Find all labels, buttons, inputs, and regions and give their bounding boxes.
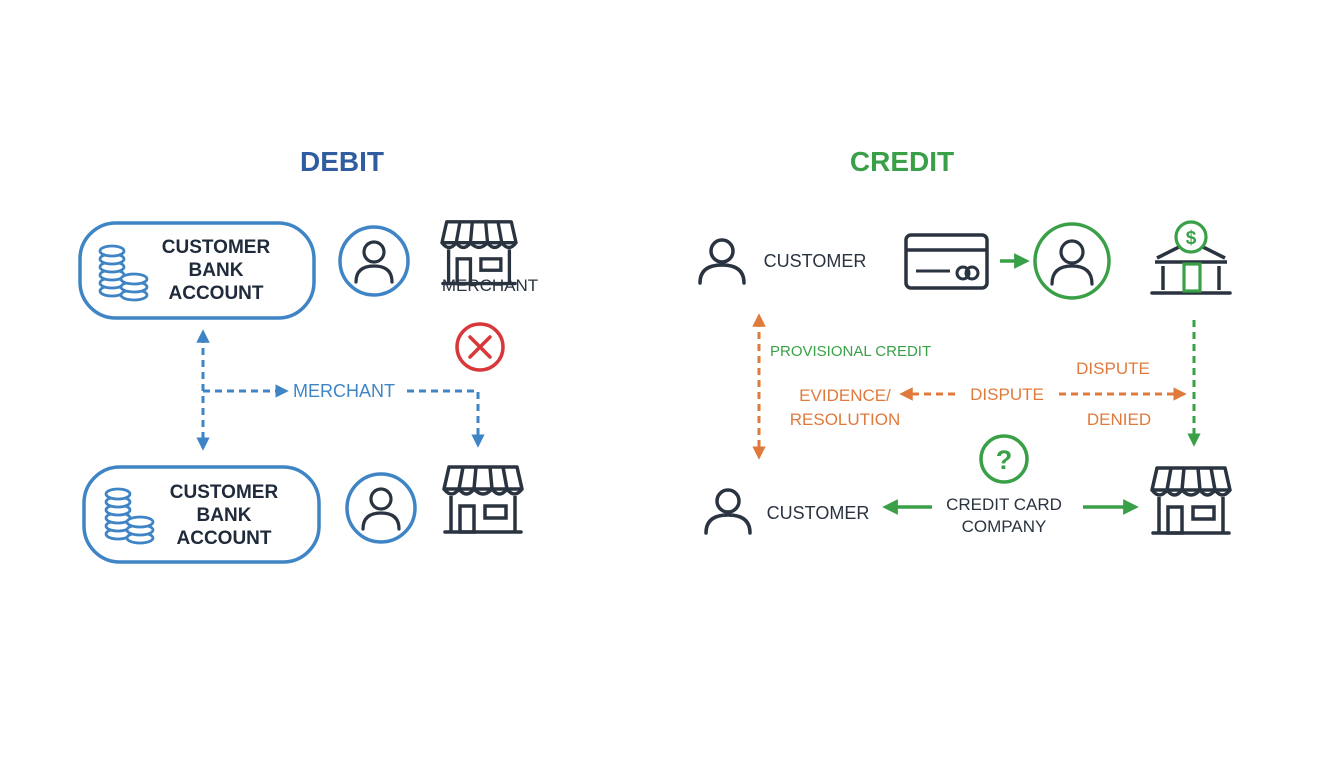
dispute-center-label: DISPUTE xyxy=(970,385,1044,404)
coins-icon xyxy=(98,244,149,302)
user-icon xyxy=(698,238,746,285)
bank-dollar-icon: $ xyxy=(1150,220,1232,295)
user-icon xyxy=(345,472,417,544)
user-icon xyxy=(338,225,410,297)
credit-customer-bottom-label: CUSTOMER xyxy=(766,503,870,523)
user-icon xyxy=(1033,222,1111,300)
debit-account-box-top xyxy=(78,221,316,320)
evidence-resolution-label: EVIDENCE/ RESOLUTION xyxy=(789,386,901,429)
storefront-icon xyxy=(442,465,524,534)
x-circle-icon xyxy=(455,322,505,372)
provisional-credit-label: PROVISIONAL CREDIT xyxy=(770,343,932,360)
debit-flow-label: MERCHANT xyxy=(293,381,395,401)
dispute-right-label: DISPUTE xyxy=(1076,359,1150,378)
debit-merchant-top-label: MERCHANT xyxy=(441,276,539,295)
debit-account-label-bottom: CUSTOMER BANK ACCOUNT xyxy=(169,482,279,549)
credit-card-icon xyxy=(904,233,989,290)
credit-title: CREDIT xyxy=(849,146,955,177)
credit-card-company-label: CREDIT CARD COMPANY xyxy=(946,495,1062,536)
user-icon xyxy=(704,488,752,535)
denied-label: DENIED xyxy=(1086,410,1152,429)
debit-account-box-bottom xyxy=(82,465,321,564)
debit-flow-to-merchant xyxy=(407,389,485,448)
question-circle-icon: ? xyxy=(979,434,1029,484)
debit-title: DEBIT xyxy=(300,146,384,177)
svg-text:?: ? xyxy=(996,445,1013,475)
coins-icon xyxy=(104,487,155,545)
debit-account-label-top: CUSTOMER BANK ACCOUNT xyxy=(161,237,271,304)
storefront-icon xyxy=(1150,466,1232,535)
credit-customer-top-label: CUSTOMER xyxy=(763,251,867,271)
svg-text:$: $ xyxy=(1186,228,1197,249)
